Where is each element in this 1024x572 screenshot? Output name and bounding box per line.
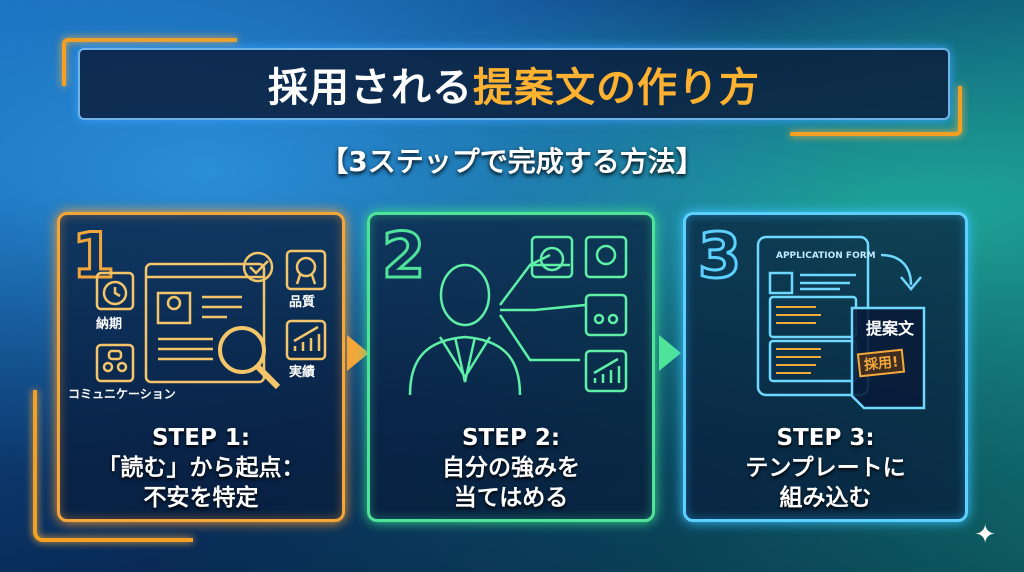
- step-2-card: 2 STEP 2: 自分の強みを 当てはめる: [367, 212, 655, 522]
- doc-title: 提案文: [866, 319, 915, 338]
- step-3-card: 3 APPLICATION FORM 提案文 採用! STEP 3: テンプレー…: [683, 212, 968, 522]
- growth-chart-icon: [584, 349, 628, 393]
- step-3-text: STEP 3: テンプレートに 組み込む: [686, 423, 965, 513]
- step-line: 当てはめる: [453, 485, 569, 511]
- people-chat-icon: [584, 293, 628, 337]
- card1-corner-accent: [33, 390, 193, 542]
- title-highlight: 提案文の作り方: [473, 65, 760, 111]
- award-icon: [285, 249, 327, 291]
- profile-document-icon: [144, 262, 266, 384]
- checkmark-icon: [242, 251, 274, 283]
- magnifier-icon: [218, 326, 281, 390]
- sparkle-icon: ✦: [974, 520, 996, 550]
- step-1-text: STEP 1: 「読む」から起点： 不安を特定: [60, 423, 342, 513]
- adopted-stamp: 採用!: [856, 348, 906, 378]
- label-communication: コミュニケーション: [68, 387, 176, 401]
- step-1-card: 1 納期 品質 コミュニケーション 実績 STEP 1: 「読む」から起点： 不…: [57, 212, 345, 522]
- page-title: 採用される提案文の作り方: [268, 55, 760, 113]
- arrow-right-icon: [659, 335, 681, 371]
- businessman-icon: [408, 263, 522, 396]
- title-white: 採用される: [268, 65, 473, 111]
- subtitle: 【3ステップで完成する方法】: [320, 145, 704, 178]
- title-banner: 採用される提案文の作り方: [78, 48, 950, 120]
- clock-icon: [530, 235, 574, 279]
- step-label: STEP 3:: [776, 425, 875, 451]
- step-number: 3: [696, 218, 742, 294]
- label-quality: 品質: [289, 295, 316, 310]
- people-chat-icon: [95, 343, 135, 383]
- step-line: 組み込む: [779, 485, 872, 511]
- award-icon: [584, 235, 628, 279]
- arrow-right-icon: [347, 335, 369, 371]
- step-line: 自分の強みを: [442, 455, 580, 481]
- label-deadline: 納期: [96, 317, 123, 332]
- form-title: APPLICATION FORM: [776, 251, 876, 261]
- label-track-record: 実績: [289, 365, 316, 380]
- growth-chart-icon: [285, 319, 327, 361]
- step-number: 1: [70, 218, 116, 294]
- curved-arrow-icon: [880, 253, 922, 291]
- step-label: STEP 1:: [151, 425, 251, 451]
- banner-corner-top-left: [62, 38, 237, 86]
- step-line: テンプレートに: [745, 455, 906, 481]
- step-line: 不安を特定: [143, 485, 259, 511]
- step-line: 「読む」から起点：: [97, 455, 305, 481]
- step-label: STEP 2:: [461, 425, 561, 451]
- clock-icon: [95, 271, 135, 311]
- step-2-text: STEP 2: 自分の強みを 当てはめる: [370, 423, 652, 513]
- step-number: 2: [380, 218, 426, 294]
- banner-corner-bottom-right: [790, 86, 962, 136]
